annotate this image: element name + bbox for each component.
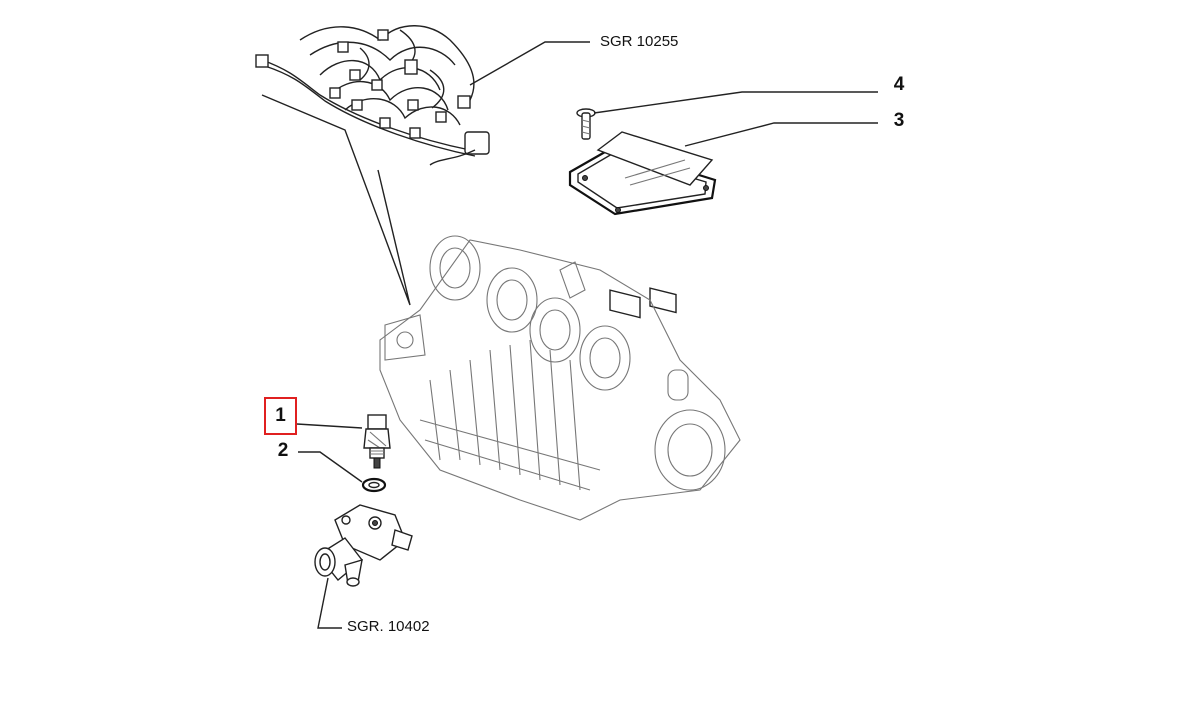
leader-line-bottom (317, 577, 342, 629)
callout-number-3: 3 (893, 110, 905, 131)
control-unit-part (568, 131, 717, 319)
wiring-harness-part (255, 25, 490, 166)
callout-number-1-highlighted: 1 (264, 397, 297, 435)
washer-part (361, 477, 387, 493)
leader-line-3 (684, 122, 878, 147)
leader-line-2 (298, 451, 363, 483)
leader-line-1 (296, 423, 363, 429)
leader-line-top (469, 41, 590, 86)
temperature-sensor-part (363, 414, 391, 469)
callout-number-4: 4 (893, 74, 905, 95)
intake-manifold-part (379, 235, 741, 521)
coolant-housing-part (314, 504, 413, 587)
ref-label-top: SGR 10255 (600, 33, 679, 50)
leader-harness-to-manifold (261, 94, 411, 306)
callout-number-1: 1 (275, 405, 286, 426)
callout-number-2: 2 (277, 440, 289, 461)
leader-line-4 (593, 91, 878, 114)
screw-part (576, 108, 596, 140)
ref-label-bottom: SGR. 10402 (347, 618, 430, 635)
